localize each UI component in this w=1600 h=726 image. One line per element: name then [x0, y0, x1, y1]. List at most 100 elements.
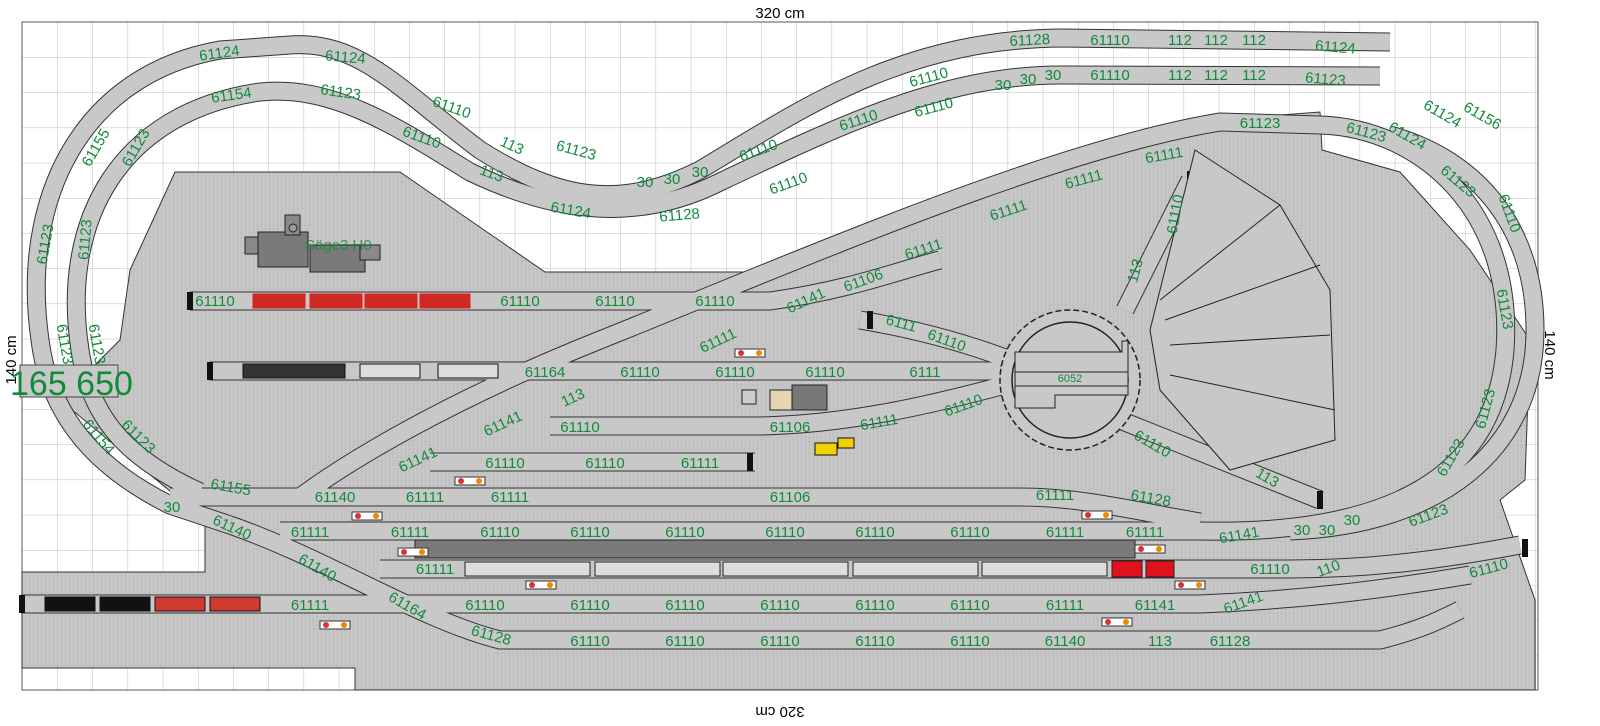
signal-lamp-icon — [1196, 582, 1202, 588]
track-part-label: 61110 — [765, 524, 805, 541]
track-part-label: 30 — [1294, 522, 1311, 539]
track-segment[interactable] — [227, 516, 1464, 649]
signal-lamp-icon — [538, 582, 544, 588]
track-part-label: 30 — [1344, 512, 1361, 529]
track-part-label: 61155 — [209, 476, 252, 500]
track-part-label: 61110 — [595, 293, 635, 310]
signal-lamp-icon — [547, 582, 553, 588]
track-part-label: 61110 — [665, 597, 705, 614]
track-part-label: 112 — [1242, 32, 1266, 49]
sawmill-label: Säge3 H0 — [305, 237, 372, 254]
track-part-label: 61140 — [1045, 633, 1086, 650]
signal-lamp-icon — [467, 478, 473, 484]
engine-shed-building — [741, 384, 828, 411]
signal-lamp-icon — [355, 513, 361, 519]
station-platform — [414, 539, 1136, 559]
signal-lamp-icon — [1187, 582, 1193, 588]
signal-lamp-icon — [1178, 582, 1184, 588]
track-part-label: 61164 — [525, 364, 566, 381]
signal-lamp-icon — [747, 350, 753, 356]
track-part-label: 61110 — [585, 455, 625, 472]
dimension-right: 140 cm — [1541, 330, 1558, 379]
track-part-label: 113 — [1148, 633, 1172, 650]
track-part-label: 61123 — [85, 323, 109, 366]
track-part-label: 112 — [1242, 67, 1266, 84]
track-part-label: 61110 — [715, 364, 755, 381]
track-part-label: 61123 — [75, 219, 95, 261]
track-part-label: 61140 — [315, 489, 356, 506]
track-part-label: 30 — [995, 77, 1012, 94]
track-part-label: 30 — [664, 171, 681, 188]
track-part-label: 61111 — [1046, 597, 1084, 614]
track-group — [19, 28, 1545, 650]
track-part-label: 61110 — [1250, 561, 1290, 578]
track-part-label: 61123 — [319, 81, 362, 103]
track-part-label: 61128 — [1210, 633, 1251, 650]
track-part-label: 61110 — [665, 524, 705, 541]
signal-lamp-icon — [1105, 619, 1111, 625]
buffer-stop — [207, 362, 213, 380]
signal-lamp-icon — [1147, 546, 1153, 552]
signal-lamp-icon — [364, 513, 370, 519]
track-part-label: 61111 — [681, 455, 719, 472]
track-part-label: 6111 — [909, 364, 940, 381]
yellow-locomotive — [814, 437, 855, 456]
track-segment[interactable] — [858, 311, 1008, 366]
signal-lamp-icon — [1138, 546, 1144, 552]
track-segment[interactable] — [67, 66, 1381, 500]
track-part-label: 61111 — [406, 489, 444, 506]
track-part-label: 61111 — [1046, 524, 1084, 541]
track-part-label: 61111 — [1144, 144, 1185, 167]
passenger-train — [464, 560, 1175, 578]
signal-lamp-icon — [738, 350, 744, 356]
buffer-stop — [867, 311, 873, 329]
track-part-label: 61111 — [1036, 487, 1074, 504]
track-part-label: 30 — [1319, 522, 1336, 539]
signal-lamp-icon — [458, 478, 464, 484]
track-segment[interactable] — [380, 536, 1522, 578]
track-part-label: 61110 — [855, 633, 895, 650]
buffer-stop — [1317, 491, 1323, 509]
track-part-label: 61110 — [805, 364, 845, 381]
buffer-stop — [19, 595, 25, 613]
signal-lamp-icon — [476, 478, 482, 484]
track-part-label: 61123 — [34, 223, 58, 266]
track-segment[interactable] — [170, 488, 1202, 531]
track-part-label: 61110 — [195, 293, 235, 310]
buffer-stop — [187, 292, 193, 310]
track-part-label: 61124 — [1314, 37, 1356, 57]
dimension-bottom: 320 cm — [755, 703, 804, 720]
track-part-label: 61111 — [391, 524, 429, 541]
turntable-bridge[interactable] — [1014, 340, 1129, 409]
track-part-label: 61110 — [570, 633, 610, 650]
track-part-label: 61111 — [491, 489, 529, 506]
freight-train — [44, 596, 261, 612]
track-part-label: 61110 — [1164, 193, 1188, 235]
signal-lamp-icon — [1094, 512, 1100, 518]
turntable-label: 6052 — [1058, 373, 1082, 385]
big-label-box — [19, 364, 119, 398]
track-segment[interactable] — [1117, 176, 1198, 314]
track-part-label: 61106 — [770, 489, 811, 506]
signals — [319, 348, 1206, 630]
track-segment[interactable] — [27, 29, 1391, 534]
track-part-label: 61110 — [665, 633, 705, 650]
track-segment[interactable] — [1289, 126, 1544, 540]
signal-lamp-icon — [410, 549, 416, 555]
track-segment[interactable] — [550, 376, 1008, 435]
track-part-label: 61110 — [950, 524, 990, 541]
track-part-label: 61128 — [1009, 31, 1050, 50]
track-segment[interactable] — [190, 251, 943, 310]
track-part-label: 61110 — [950, 633, 990, 650]
track-part-label: 61128 — [659, 205, 701, 225]
track-segment[interactable] — [1116, 412, 1324, 508]
track-part-label: 30 — [1045, 67, 1062, 84]
signal-lamp-icon — [332, 622, 338, 628]
track-part-label: 112 — [1168, 67, 1192, 84]
track-part-label: 61128 — [1129, 487, 1172, 511]
signal-lamp-icon — [323, 622, 329, 628]
track-segment[interactable] — [22, 566, 1472, 613]
signal-lamp-icon — [1114, 619, 1120, 625]
track-part-label: 61141 — [1135, 597, 1176, 614]
track-part-label: 61123 — [1240, 115, 1281, 132]
